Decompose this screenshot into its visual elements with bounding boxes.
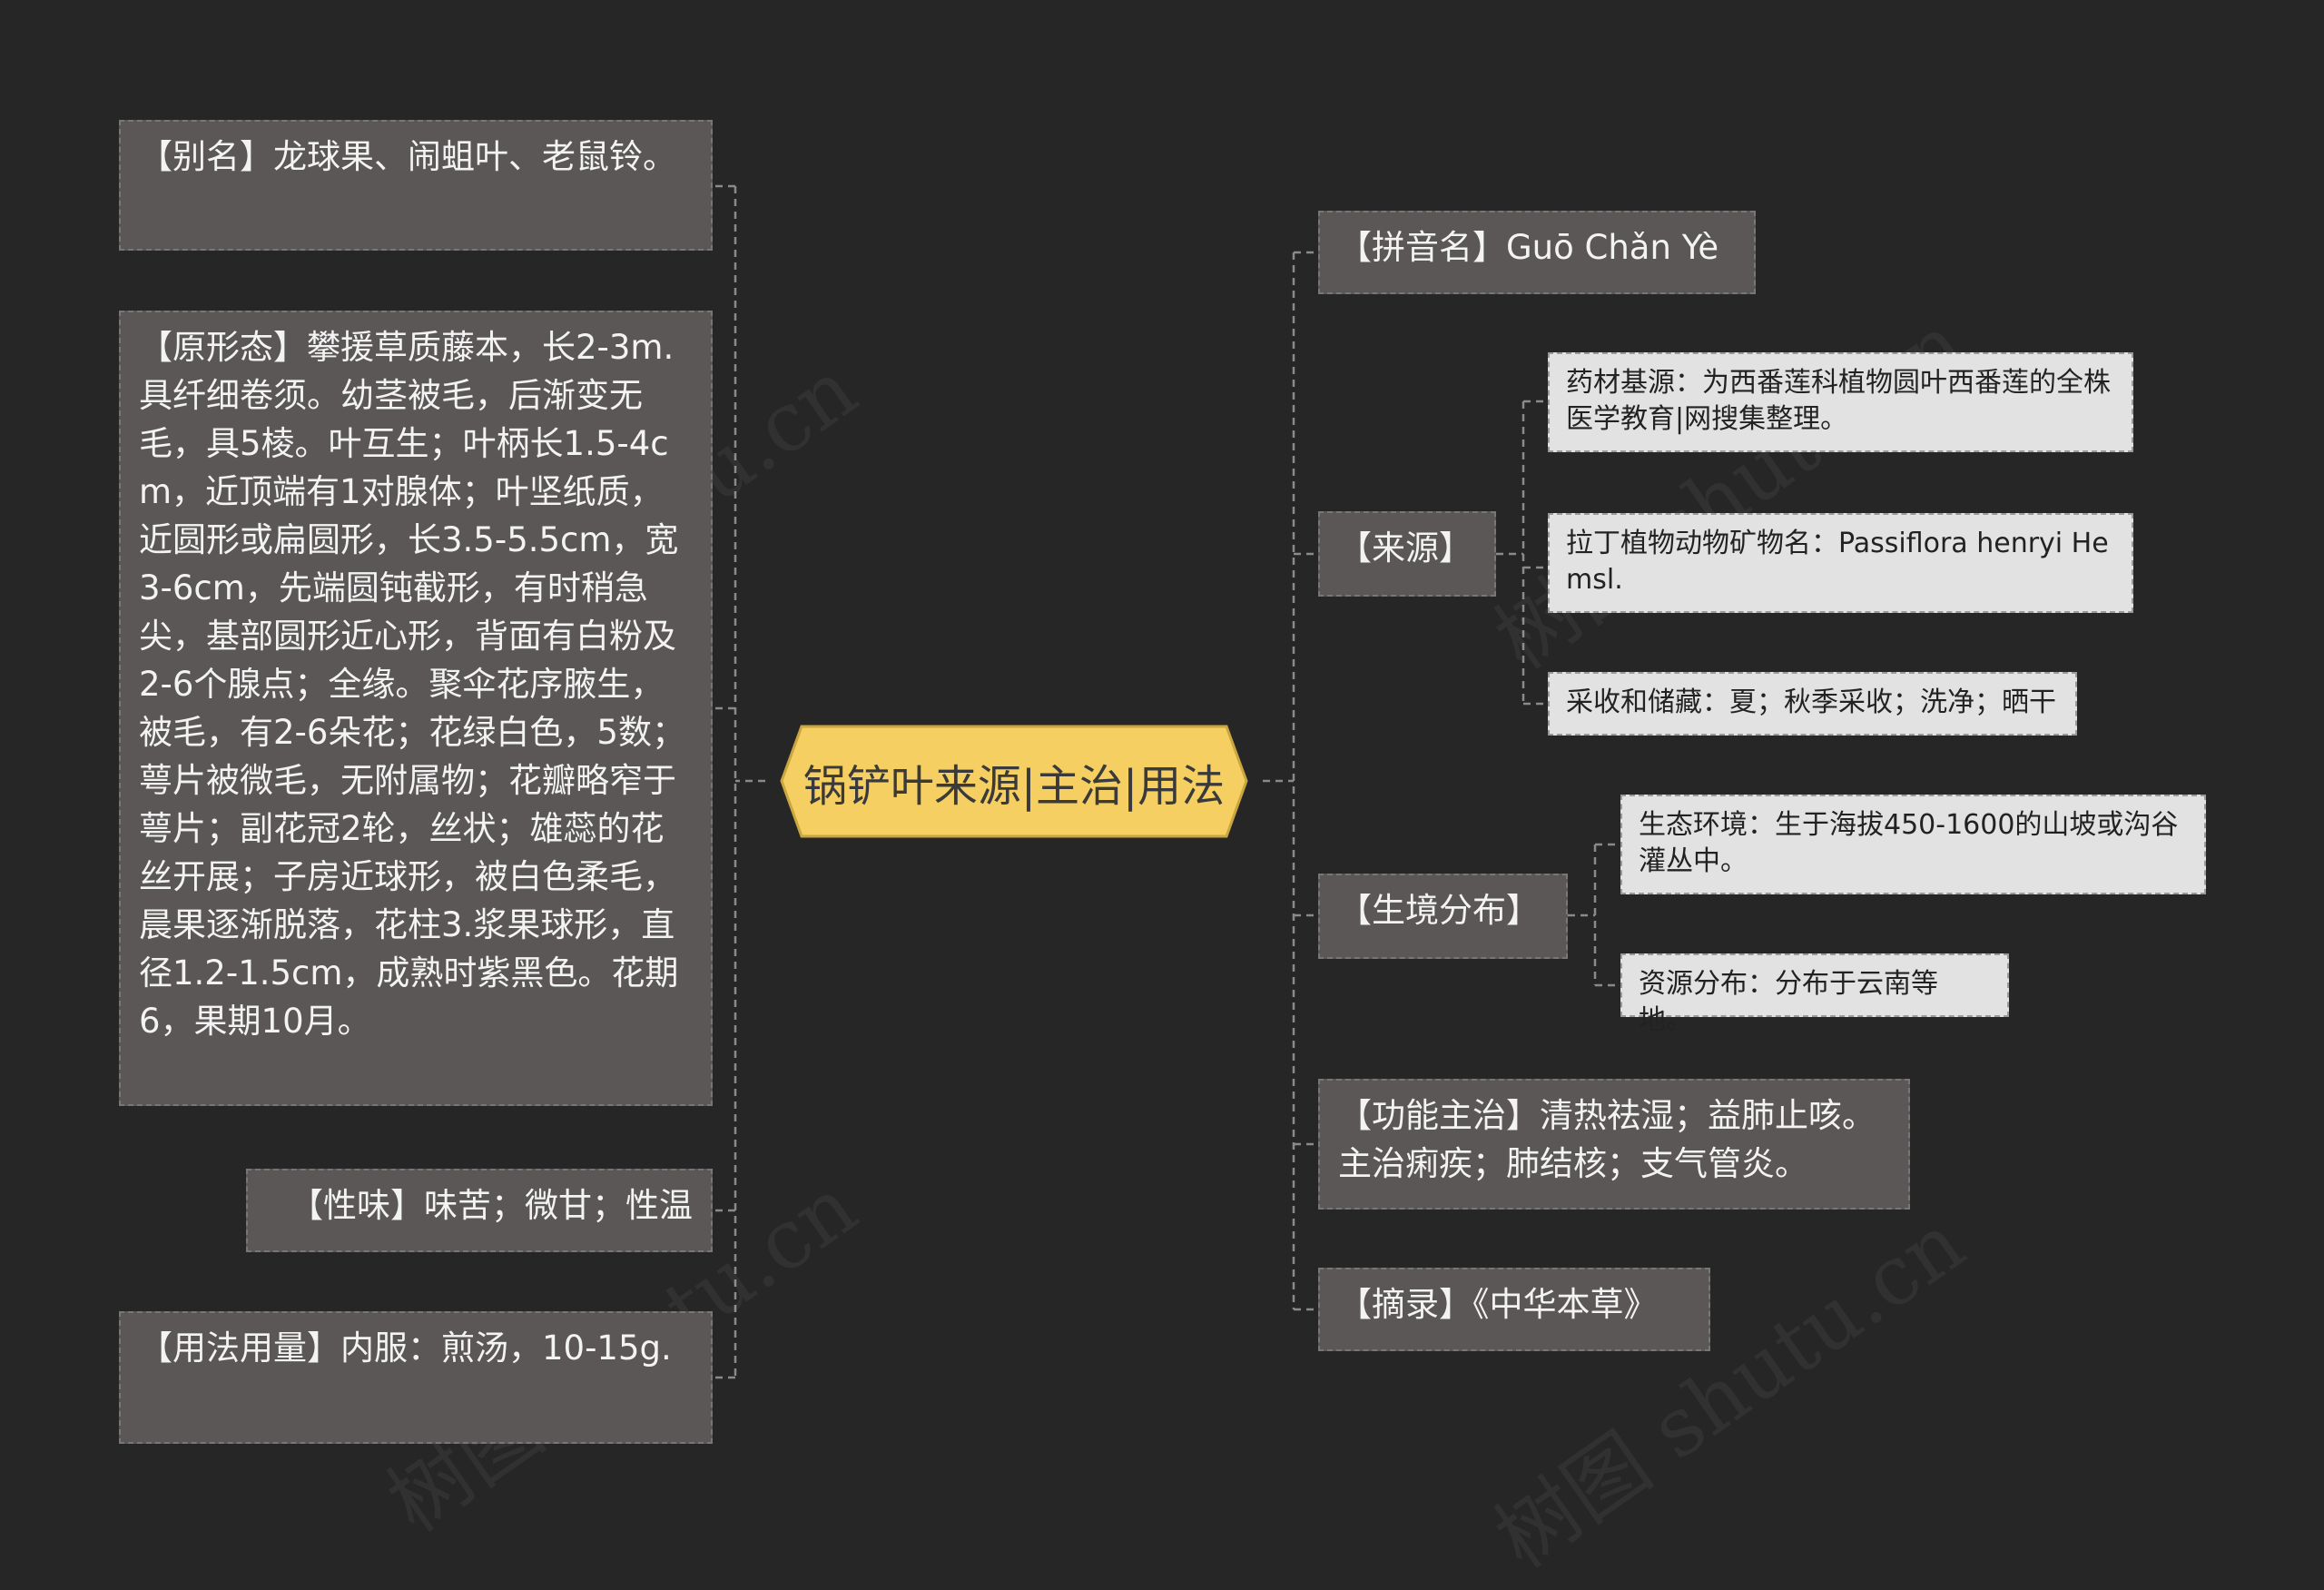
node-source-text: 【来源】 [1338, 528, 1472, 568]
node-taste-text: 【性味】味苦；微甘；性温 [290, 1186, 693, 1225]
node-alias[interactable]: 【别名】龙球果、闹蛆叶、老鼠铃。 [119, 120, 713, 251]
node-function[interactable]: 【功能主治】清热祛湿；益肺止咳。主治痢疾；肺结核；支气管炎。 [1318, 1079, 1910, 1210]
leaf-latin-name[interactable]: 拉丁植物动物矿物名：Passiflora henryi Hemsl. [1548, 513, 2133, 613]
node-morphology[interactable]: 【原形态】攀援草质藤本，长2-3m.具纤细卷须。幼茎被毛，后渐变无毛，具5棱。叶… [119, 311, 713, 1106]
node-habitat[interactable]: 【生境分布】 [1318, 874, 1568, 959]
node-morphology-text: 【原形态】攀援草质藤本，长2-3m.具纤细卷须。幼茎被毛，后渐变无毛，具5棱。叶… [139, 328, 685, 1041]
node-habitat-text: 【生境分布】 [1338, 891, 1540, 930]
node-dosage-text: 【用法用量】内服：煎汤，10-15g. [139, 1328, 672, 1368]
node-excerpt-text: 【摘录】《中华本草》 [1338, 1285, 1658, 1324]
leaf-latin-name-text: 拉丁植物动物矿物名：Passiflora henryi Hemsl. [1566, 528, 2109, 596]
leaf-source-origin[interactable]: 药材基源：为西番莲科植物圆叶西番莲的全株医学教育|网搜集整理。 [1548, 352, 2133, 452]
node-source[interactable]: 【来源】 [1318, 511, 1496, 597]
node-taste[interactable]: 【性味】味苦；微甘；性温 [246, 1169, 713, 1252]
center-title: 锅铲叶来源|主治|用法 [803, 760, 1226, 812]
leaf-environment[interactable]: 生态环境：生于海拔450-1600的山坡或沟谷灌丛中。 [1620, 795, 2206, 894]
node-dosage[interactable]: 【用法用量】内服：煎汤，10-15g. [119, 1311, 713, 1444]
node-alias-text: 【别名】龙球果、闹蛆叶、老鼠铃。 [139, 137, 676, 176]
leaf-harvest-text: 采收和储藏：夏；秋季采收；洗净；晒干 [1566, 686, 2056, 718]
node-pinyin-text: 【拼音名】Guō Chǎn Yè [1338, 228, 1719, 267]
node-excerpt[interactable]: 【摘录】《中华本草》 [1318, 1268, 1710, 1351]
center-hexagon [780, 725, 1248, 838]
node-function-text: 【功能主治】清热祛湿；益肺止咳。主治痢疾；肺结核；支气管炎。 [1338, 1096, 1876, 1183]
leaf-environment-text: 生态环境：生于海拔450-1600的山坡或沟谷灌丛中。 [1639, 809, 2179, 877]
leaf-harvest[interactable]: 采收和储藏：夏；秋季采收；洗净；晒干 [1548, 672, 2077, 736]
leaf-distribution-text: 资源分布：分布于云南等地。 [1639, 968, 1938, 1036]
center-topic[interactable]: 锅铲叶来源|主治|用法 [765, 725, 1263, 838]
leaf-distribution[interactable]: 资源分布：分布于云南等地。 [1620, 953, 2009, 1036]
node-pinyin[interactable]: 【拼音名】Guō Chǎn Yè [1318, 211, 1756, 294]
leaf-source-origin-text: 药材基源：为西番莲科植物圆叶西番莲的全株医学教育|网搜集整理。 [1566, 367, 2111, 435]
